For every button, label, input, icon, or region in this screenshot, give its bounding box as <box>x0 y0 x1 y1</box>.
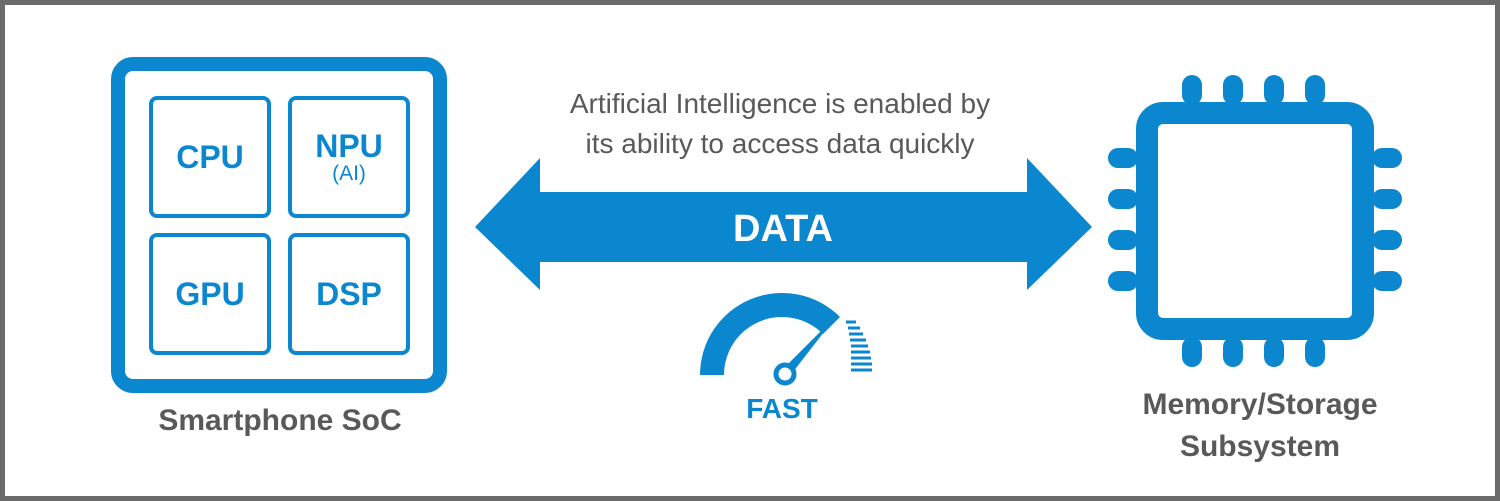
dsp-block: DSP <box>288 233 410 355</box>
caption-line-1: Artificial Intelligence is enabled by <box>569 88 991 119</box>
cpu-label: CPU <box>176 139 244 175</box>
memory-label: Memory/Storage Subsystem <box>1080 384 1440 468</box>
dsp-label: DSP <box>316 276 382 312</box>
data-double-arrow <box>475 158 1092 290</box>
memory-label-line-2: Subsystem <box>1179 430 1341 463</box>
fast-label: FAST <box>746 393 818 424</box>
npu-label: NPU <box>315 128 383 164</box>
caption: Artificial Intelligence is enabled by it… <box>500 84 1060 164</box>
chip-icon <box>1108 75 1402 367</box>
cpu-block: CPU <box>149 96 271 218</box>
npu-sublabel: (AI) <box>332 162 366 185</box>
data-arrow-label: DATA <box>733 208 833 250</box>
soc-block: CPU NPU (AI) GPU DSP <box>111 57 447 393</box>
caption-line-2: its ability to access data quickly <box>585 128 975 159</box>
memory-label-line-1: Memory/Storage <box>1142 388 1378 421</box>
speedometer-icon <box>700 292 872 386</box>
gpu-block: GPU <box>149 233 271 355</box>
gpu-label: GPU <box>175 276 245 312</box>
npu-block: NPU (AI) <box>288 96 410 218</box>
soc-label: Smartphone SoC <box>158 404 402 437</box>
